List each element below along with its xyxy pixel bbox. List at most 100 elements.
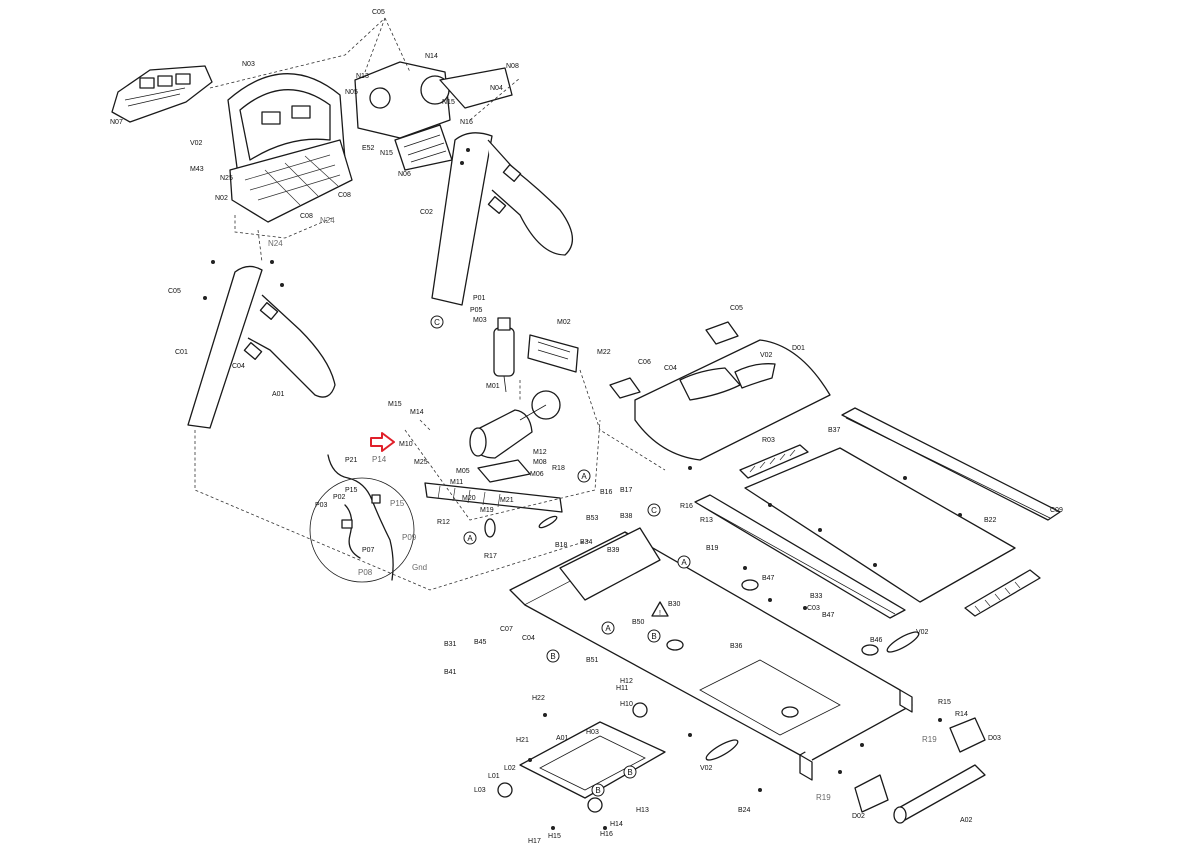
part-label: B22	[984, 517, 997, 524]
part-label: P14	[372, 455, 387, 464]
callout-b: B	[595, 786, 600, 795]
part-label: B51	[586, 657, 599, 664]
part-label: B16	[600, 489, 613, 496]
part-label: R14	[955, 711, 968, 718]
part-label: M20	[462, 495, 476, 502]
part-label: C05	[372, 9, 385, 16]
part-label: C08	[338, 192, 351, 199]
part-label: H12	[620, 678, 633, 685]
part-label: V02	[760, 352, 773, 359]
part-label: N13	[356, 73, 369, 80]
part-label: N14	[425, 53, 438, 60]
part-label: D03	[988, 735, 1001, 742]
part-label: M22	[597, 349, 611, 356]
part-label: P05	[470, 307, 483, 314]
part-label: H14	[610, 821, 623, 828]
part-label: M10	[399, 441, 413, 448]
part-label: B46	[870, 637, 883, 644]
part-label: R15	[938, 699, 951, 706]
part-label: P15	[345, 487, 358, 494]
foot-pad-part	[886, 631, 920, 653]
motor-part	[469, 390, 561, 459]
part-label: P01	[473, 295, 486, 302]
part-label: P07	[362, 547, 375, 554]
part-label: B53	[586, 515, 599, 522]
part-label: N02	[215, 195, 228, 202]
part-label: C04	[232, 363, 245, 370]
part-label: M08	[533, 459, 547, 466]
part-label: M43	[190, 166, 204, 173]
part-label: B41	[444, 669, 457, 676]
part-label: H15	[548, 833, 561, 840]
part-label: P03	[315, 502, 328, 509]
part-label: H03	[586, 729, 599, 736]
part-label: N24	[268, 239, 283, 248]
part-label: R13	[700, 517, 713, 524]
console-overlay-part	[111, 65, 213, 123]
part-label: B38	[620, 513, 633, 520]
part-label: N24	[320, 216, 335, 225]
part-label: P09	[402, 533, 417, 542]
part-label: C05	[730, 305, 743, 312]
lift-motor-part	[493, 317, 515, 393]
part-label: R12	[437, 519, 450, 526]
part-label: B18	[555, 542, 568, 549]
part-label: M25	[414, 459, 428, 466]
part-label: C04	[522, 635, 535, 642]
part-label: C04	[664, 365, 677, 372]
part-label: L01	[488, 773, 500, 780]
part-label: H13	[636, 807, 649, 814]
highlight-arrow-icon	[370, 432, 395, 452]
callout-markers: C A A C A A B B B B	[430, 315, 691, 797]
callout-b: B	[550, 652, 555, 661]
part-label: M14	[410, 409, 424, 416]
part-label: B31	[444, 641, 457, 648]
part-label: R18	[552, 465, 565, 472]
part-label: N08	[506, 63, 519, 70]
part-label: C01	[175, 349, 188, 356]
right-upright-part	[431, 132, 573, 306]
part-label: V02	[700, 765, 713, 772]
left-upright-part	[187, 265, 336, 429]
part-label: C02	[420, 209, 433, 216]
part-label: B50	[632, 619, 645, 626]
part-label: R19	[816, 793, 831, 802]
part-label: M21	[500, 497, 514, 504]
part-label: N16	[460, 119, 473, 126]
rear-endcap-right-part	[949, 717, 986, 753]
part-label: M11	[450, 479, 463, 486]
part-label: M05	[456, 468, 470, 475]
part-label: P08	[358, 568, 373, 577]
console-housing-part	[227, 73, 353, 223]
part-label: A02	[960, 817, 973, 824]
foot-pad-part	[705, 739, 739, 761]
part-label: M15	[388, 401, 402, 408]
part-label: N05	[345, 89, 358, 96]
callout-b: B	[651, 632, 656, 641]
motor-hood-part	[609, 321, 831, 461]
part-label: C03	[807, 605, 820, 612]
part-label: N04	[490, 85, 503, 92]
part-label: H16	[600, 831, 613, 838]
part-label: B33	[810, 593, 823, 600]
part-label: P21	[345, 457, 358, 464]
callout-c: C	[434, 318, 440, 327]
lift-frame-part	[497, 702, 666, 813]
screw-set	[203, 148, 962, 830]
part-label: B45	[474, 639, 487, 646]
wiring-detail-circle	[309, 454, 415, 583]
callout-a: A	[681, 558, 687, 567]
part-label: C08	[300, 213, 313, 220]
part-label: H22	[532, 695, 545, 702]
part-label: M01	[486, 383, 500, 390]
part-label: C07	[500, 626, 513, 633]
rear-roller-part	[893, 764, 986, 824]
part-label: R03	[762, 437, 775, 444]
part-label: N07	[110, 119, 123, 126]
part-label: C09	[1050, 507, 1063, 514]
part-label: B47	[762, 575, 775, 582]
callout-a: A	[605, 624, 611, 633]
part-label: P02	[333, 494, 346, 501]
part-label: P15	[390, 499, 405, 508]
part-label: M19	[480, 507, 494, 514]
